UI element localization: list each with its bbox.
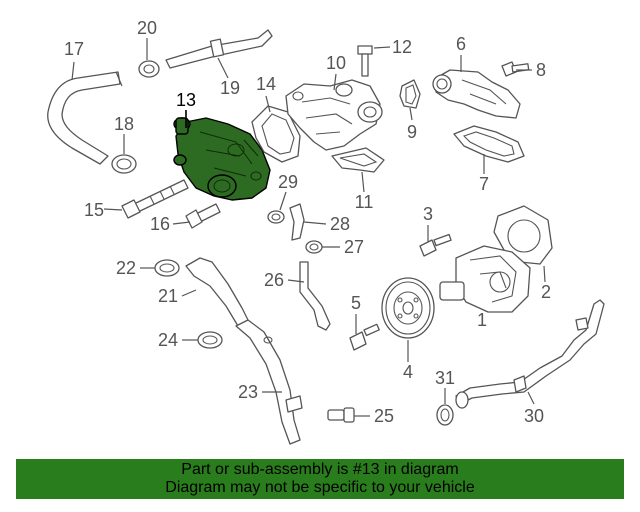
callout-line-10	[333, 73, 337, 91]
part-22-clamp	[154, 259, 180, 277]
callout-line-15	[103, 208, 123, 211]
part-3-bolt	[419, 233, 452, 257]
callout-line-17	[71, 61, 75, 81]
callout-28: 28	[330, 214, 350, 234]
callout-14: 14	[256, 74, 276, 94]
callout-20: 20	[137, 18, 157, 38]
part-9-seal	[399, 79, 421, 109]
callout-line-11	[361, 171, 365, 193]
callout-29: 29	[278, 172, 298, 192]
part-14-gasket	[251, 105, 301, 163]
callout-23: 23	[238, 382, 258, 402]
callout-19: 19	[220, 78, 240, 98]
part-7-gasket	[453, 125, 525, 163]
part-28-hose	[289, 203, 305, 241]
highlight-notice-banner: Part or sub-assembly is #13 in diagram D…	[16, 459, 624, 499]
callout-7: 7	[479, 174, 489, 194]
callout-1: 1	[477, 310, 487, 330]
callout-30: 30	[524, 406, 544, 426]
callout-lines	[71, 38, 546, 417]
callout-line-14	[265, 95, 271, 113]
callout-2: 2	[541, 282, 551, 302]
callout-line-28	[303, 221, 327, 225]
part-20-clamp	[138, 60, 160, 78]
callout-11: 11	[355, 192, 374, 212]
callout-line-2	[543, 265, 546, 283]
part-25-sensor	[327, 407, 355, 423]
part-15-bolt	[121, 179, 189, 219]
part-10-housing	[285, 79, 383, 151]
part-12-bolt	[357, 45, 373, 77]
part-29-clamp	[267, 210, 285, 224]
part-30-tube	[455, 299, 605, 409]
callout-line-19	[217, 57, 229, 79]
part-23-tube	[235, 319, 303, 445]
part-24-clamp	[197, 331, 223, 349]
callout-4: 4	[403, 362, 413, 382]
callout-21: 21	[158, 286, 178, 306]
callout-line-26	[287, 279, 305, 283]
callout-31: 31	[435, 368, 455, 388]
callout-line-12	[373, 46, 391, 49]
part-26-hose	[299, 261, 331, 331]
callout-24: 24	[158, 330, 178, 350]
callout-line-30	[527, 391, 535, 405]
part-17-hose	[47, 71, 123, 165]
part-18-clamp	[111, 154, 137, 174]
part-1-water-pump	[439, 245, 531, 313]
part-11-gasket	[331, 147, 385, 173]
part-4-pulley	[381, 277, 435, 339]
callout-line-16	[172, 221, 191, 225]
callout-22: 22	[116, 258, 136, 278]
banner-line-disclaimer: Diagram may not be specific to your vehi…	[165, 479, 475, 496]
callout-18: 18	[114, 114, 134, 134]
part-5-bolt	[349, 323, 380, 351]
callout-line-9	[409, 107, 413, 121]
exploded-parts-diagram: 17 18 20 19 13 15 16 14 10 12 11 9 6 8 7…	[47, 18, 605, 445]
callout-line-29	[279, 191, 287, 211]
callout-3: 3	[423, 204, 433, 224]
callout-17: 17	[64, 39, 84, 59]
callout-27: 27	[344, 237, 364, 257]
callout-8: 8	[536, 60, 546, 80]
callout-15: 15	[84, 200, 104, 220]
part-6-outlet	[432, 69, 521, 119]
callout-numbers: 17 18 20 19 13 15 16 14 10 12 11 9 6 8 7…	[64, 18, 551, 426]
part-21-hose	[185, 257, 249, 327]
callout-13: 13	[176, 90, 196, 110]
part-27-clamp	[305, 240, 323, 254]
part-16-bolt	[185, 203, 221, 229]
banner-line-part-info: Part or sub-assembly is #13 in diagram	[181, 461, 459, 478]
callout-10: 10	[326, 53, 346, 73]
callout-6: 6	[456, 34, 466, 54]
part-31-seal	[436, 404, 454, 426]
callout-25: 25	[374, 406, 394, 426]
callout-5: 5	[351, 293, 361, 313]
part-2-gasket	[493, 205, 553, 265]
part-8-bolt	[501, 61, 530, 77]
callout-16: 16	[150, 214, 170, 234]
part-19-tube	[165, 29, 273, 69]
part-13-highlighted-housing	[173, 117, 271, 201]
callout-12: 12	[392, 37, 412, 57]
callout-line-21	[181, 289, 197, 297]
callout-9: 9	[407, 122, 417, 142]
callout-26: 26	[264, 270, 284, 290]
